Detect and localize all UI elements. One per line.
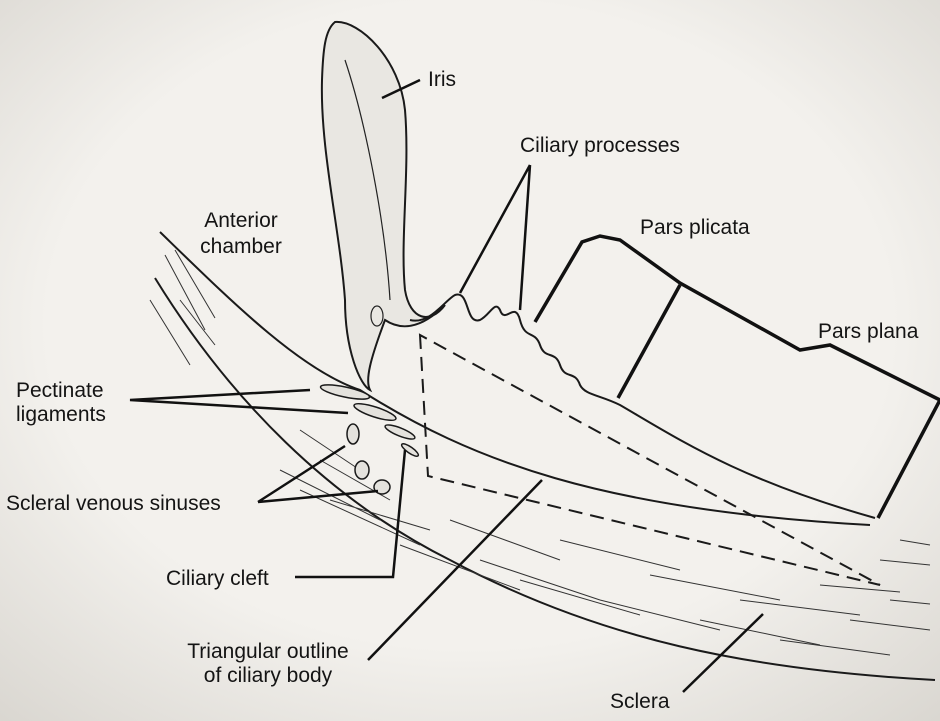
label-scleral-venous-sinuses: Scleral venous sinuses — [6, 492, 221, 516]
label-pars-plicata: Pars plicata — [640, 216, 750, 240]
label-pectinate-ligaments: Pectinate ligaments — [16, 379, 106, 427]
label-anterior-chamber-line-1: Anterior — [176, 209, 306, 233]
label-ciliary-processes: Ciliary processes — [520, 134, 680, 158]
label-triangular-outline: Triangular outline of ciliary body — [168, 640, 368, 688]
label-anterior-chamber-line-2: chamber — [176, 235, 306, 259]
label-pars-plana: Pars plana — [818, 320, 918, 344]
label-iris: Iris — [428, 68, 456, 92]
label-anterior-chamber: Anterior chamber — [176, 209, 306, 259]
label-triangular-line-2: of ciliary body — [168, 664, 368, 688]
label-triangular-line-1: Triangular outline — [168, 640, 368, 664]
label-pectinate-line-1: Pectinate — [16, 379, 106, 403]
label-sclera: Sclera — [610, 690, 670, 714]
label-ciliary-cleft: Ciliary cleft — [166, 567, 269, 591]
label-pectinate-line-2: ligaments — [16, 403, 106, 427]
